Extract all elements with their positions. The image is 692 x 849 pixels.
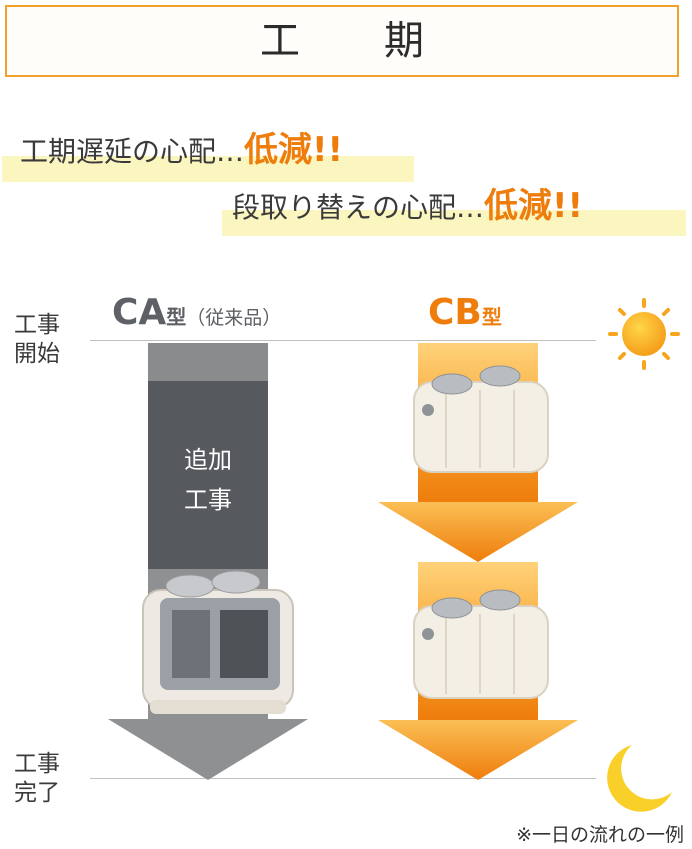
cb-arrow-2-head xyxy=(378,720,578,780)
benefit-line-2: 段取り替えの心配…低減!! xyxy=(232,178,583,227)
ca-added-work-line-1: 追加 xyxy=(184,446,232,474)
start-rule xyxy=(90,340,596,341)
end-rule xyxy=(90,778,596,779)
ca-type-heading: CA型（従来品） xyxy=(112,292,281,333)
section-title-box: 工 期 xyxy=(5,5,679,77)
ca-initial-segment xyxy=(148,343,268,381)
ca-type: 型 xyxy=(166,305,187,329)
benefit-line-1: 工期遅延の心配…低減!! xyxy=(20,122,343,171)
ca-added-work-block xyxy=(148,381,268,569)
highlight-band-2 xyxy=(222,210,686,236)
ca-added-work-line-2: 工事 xyxy=(184,486,232,514)
ca-name: CA xyxy=(112,292,167,333)
septic-tank-icon xyxy=(413,365,549,473)
benefit-line-1-emphasis: 低減!! xyxy=(244,130,344,170)
footnote: ※一日の流れの一例 xyxy=(516,824,684,846)
work-start-label-line-2: 開始 xyxy=(14,341,60,367)
ca-note: （従来品） xyxy=(186,307,282,329)
work-end-label-line-1: 工事 xyxy=(14,751,60,777)
ca-arrow-head xyxy=(108,719,308,780)
work-end-label: 工事 完了 xyxy=(14,750,60,808)
cb-type-heading: CB型 xyxy=(428,292,502,333)
cb-arrow-1-head xyxy=(378,502,578,562)
work-start-label: 工事 開始 xyxy=(14,311,60,369)
cb-type: 型 xyxy=(481,305,502,329)
benefit-line-2-text: 段取り替えの心配… xyxy=(232,191,485,224)
sun-icon xyxy=(608,298,680,370)
work-start-label-line-1: 工事 xyxy=(14,312,60,338)
benefit-line-1-text: 工期遅延の心配… xyxy=(20,135,245,168)
ca-added-work-label: 追加 工事 xyxy=(148,440,268,520)
section-title: 工 期 xyxy=(260,18,446,64)
septic-tank-icon xyxy=(142,570,294,714)
ca-flow-arrow xyxy=(108,343,308,780)
highlight-band-1 xyxy=(2,156,414,182)
benefit-line-2-emphasis: 低減!! xyxy=(484,186,584,226)
septic-tank-icon xyxy=(413,589,549,699)
work-end-label-line-2: 完了 xyxy=(14,780,60,806)
moon-icon xyxy=(607,745,672,812)
cb-name: CB xyxy=(428,292,482,333)
